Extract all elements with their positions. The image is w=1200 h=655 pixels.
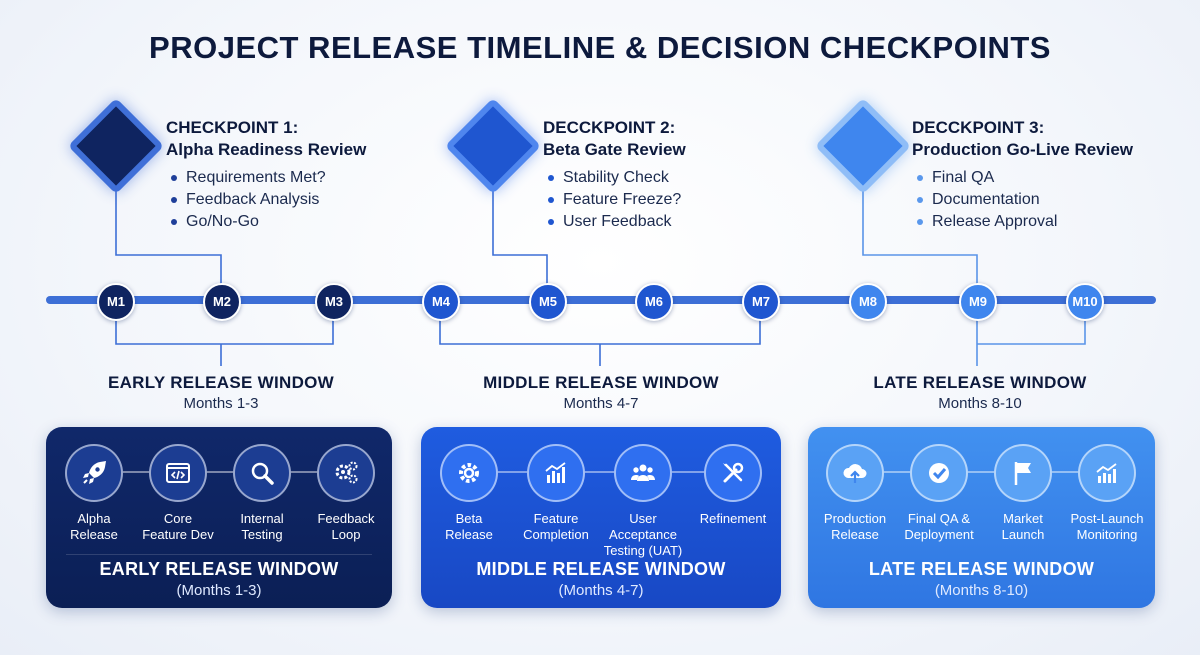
- panel-title: EARLY RELEASE WINDOW: [99, 559, 339, 579]
- checkpoint-3: DECCKPOINT 3: Production Go-Live Review …: [912, 117, 1133, 233]
- checkpoint-2-heading: DECCKPOINT 2:: [543, 118, 676, 137]
- magnifier-icon: [233, 444, 291, 502]
- window-heading-late: LATE RELEASE WINDOW Months 8-10: [873, 373, 1087, 412]
- bar-chart-icon: [527, 444, 585, 502]
- panel-item: Alpha Release: [49, 444, 139, 543]
- milestone-m5: M5: [529, 283, 567, 321]
- panel-title: MIDDLE RELEASE WINDOW: [476, 559, 726, 579]
- panel-item: Refinement: [688, 444, 778, 527]
- cloud-upload-icon: [826, 444, 884, 502]
- milestone-m1: M1: [97, 283, 135, 321]
- trend-chart-icon: [1078, 444, 1136, 502]
- checkpoint-2-name: Beta Gate Review: [543, 140, 686, 159]
- panel-item: Beta Release: [424, 444, 514, 543]
- check-circle-icon: [910, 444, 968, 502]
- checkpoint-item: Documentation: [912, 189, 1133, 211]
- page-title: PROJECT RELEASE TIMELINE & DECISION CHEC…: [149, 30, 1051, 65]
- checkpoint-item: Final QA: [912, 167, 1133, 189]
- milestone-m7: M7: [742, 283, 780, 321]
- panel-item: Final QA & Deployment: [894, 444, 984, 543]
- tools-icon: [704, 444, 762, 502]
- panel-subtitle: (Months 1-3): [176, 582, 262, 599]
- milestone-m2: M2: [203, 283, 241, 321]
- panel-item: Post-Launch Monitoring: [1062, 444, 1152, 543]
- checkpoint-item: User Feedback: [543, 211, 686, 233]
- panel-item: Internal Testing: [217, 444, 307, 543]
- checkpoint-item: Requirements Met?: [166, 167, 366, 189]
- checkpoint-2: DECCKPOINT 2: Beta Gate Review Stability…: [543, 117, 686, 233]
- milestone-m10: M10: [1066, 283, 1104, 321]
- milestone-m3: M3: [315, 283, 353, 321]
- code-icon: [149, 444, 207, 502]
- panel-subtitle: (Months 4-7): [558, 582, 644, 599]
- window-heading-middle: MIDDLE RELEASE WINDOW Months 4-7: [483, 373, 719, 412]
- middle-window-panel: Beta Release Feature Completion User Acc…: [421, 427, 781, 608]
- milestone-m9: M9: [959, 283, 997, 321]
- milestone-m4: M4: [422, 283, 460, 321]
- panel-title: LATE RELEASE WINDOW: [868, 559, 1095, 579]
- panel-item: Feedback Loop: [301, 444, 391, 543]
- checkpoint-3-name: Production Go-Live Review: [912, 140, 1134, 159]
- panel-item: Feature Completion: [511, 444, 601, 543]
- milestone-m6: M6: [635, 283, 673, 321]
- users-icon: [614, 444, 672, 502]
- checkpoint-1-name: Alpha Readiness Review: [166, 140, 367, 159]
- panel-item: Core Feature Dev: [133, 444, 223, 543]
- milestone-m8: M8: [849, 283, 887, 321]
- gears-icon: [317, 444, 375, 502]
- late-window-panel: Production Release Final QA & Deployment…: [808, 427, 1155, 608]
- rocket-icon: [65, 444, 123, 502]
- panel-item: Production Release: [810, 444, 900, 543]
- checkpoint-3-heading: DECCKPOINT 3:: [912, 118, 1045, 137]
- gear-icon: [440, 444, 498, 502]
- checkpoint-1-heading: CHECKPOINT 1:: [166, 118, 299, 137]
- flag-icon: [994, 444, 1052, 502]
- checkpoint-1: CHECKPOINT 1: Alpha Readiness Review Req…: [166, 117, 366, 233]
- checkpoint-item: Release Approval: [912, 211, 1133, 233]
- checkpoint-item: Stability Check: [543, 167, 686, 189]
- checkpoint-item: Feedback Analysis: [166, 189, 366, 211]
- panel-item: Market Launch: [978, 444, 1068, 543]
- checkpoint-item: Go/No-Go: [166, 211, 366, 233]
- early-window-panel: Alpha Release Core Feature Dev Internal …: [46, 427, 392, 608]
- panel-item: User Acceptance Testing (UAT): [598, 444, 688, 559]
- panel-subtitle: (Months 8-10): [934, 582, 1029, 599]
- checkpoint-item: Feature Freeze?: [543, 189, 686, 211]
- window-heading-early: EARLY RELEASE WINDOW Months 1-3: [107, 373, 335, 412]
